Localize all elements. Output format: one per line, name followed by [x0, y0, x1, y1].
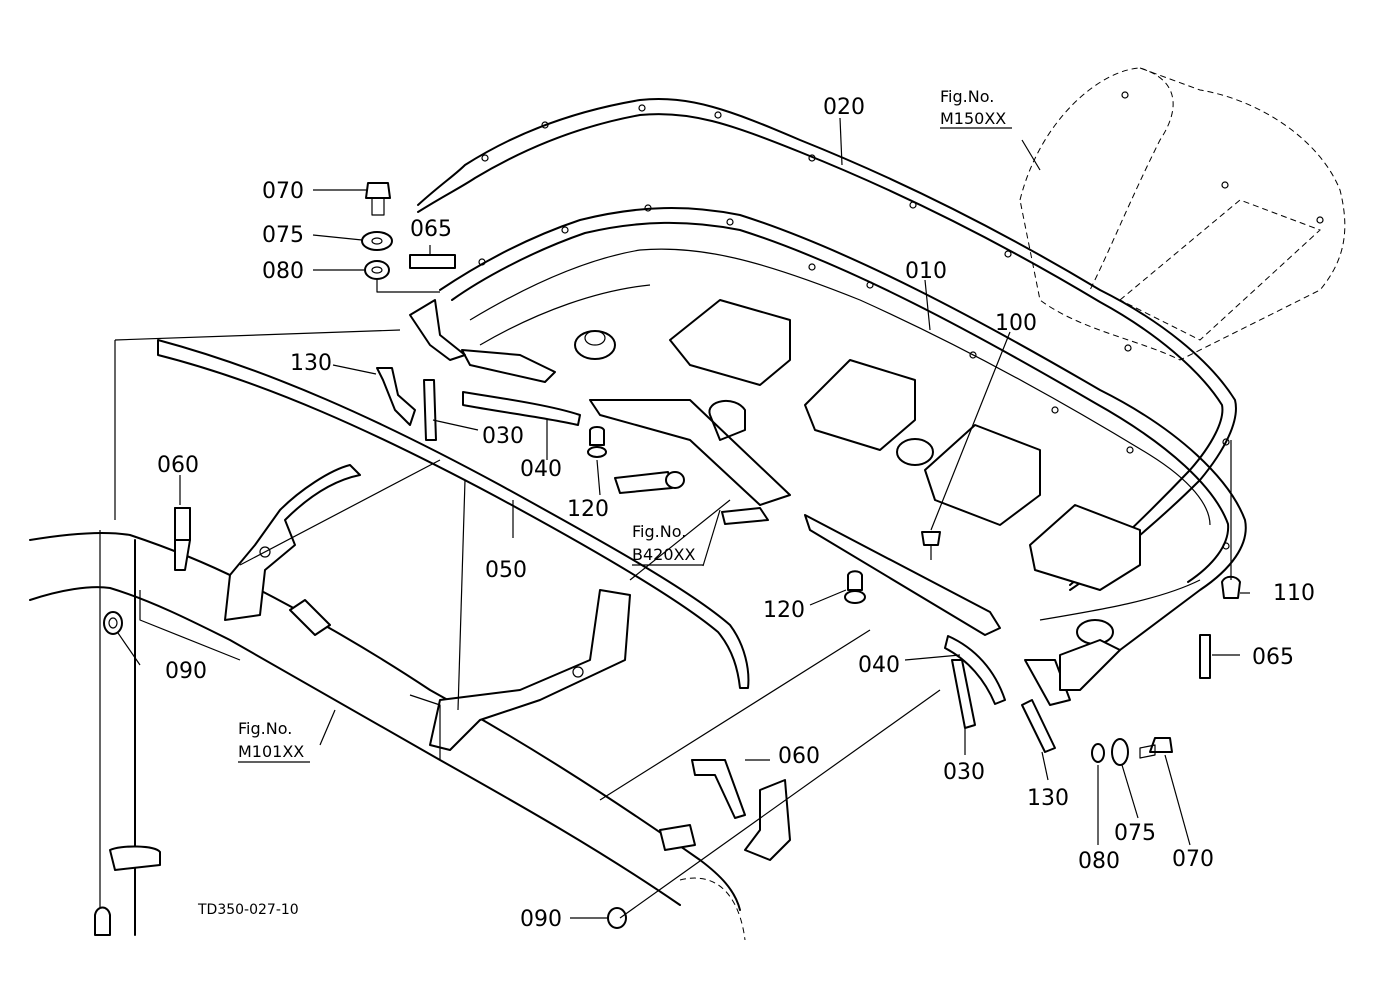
label-040-left: 040 [520, 457, 562, 482]
label-080-right: 080 [1078, 849, 1120, 874]
label-060-right: 060 [778, 744, 820, 769]
figure-ref-m150xx-line2: M150XX [940, 109, 1006, 128]
label-020: 020 [823, 95, 865, 120]
strip-040 [461, 349, 1006, 705]
figure-ref-b420xx: Fig.No. B420XX [632, 522, 703, 566]
label-065-left: 065 [410, 217, 452, 242]
label-130-right: 130 [1027, 786, 1069, 811]
label-120-left: 120 [567, 497, 609, 522]
label-090-left: 090 [165, 659, 207, 684]
label-080-left: 080 [262, 259, 304, 284]
label-030-right: 030 [943, 760, 985, 785]
label-030-left: 030 [482, 424, 524, 449]
figure-ref-m150xx: Fig.No. M150XX [940, 87, 1012, 129]
label-075-right: 075 [1114, 821, 1156, 846]
label-120-right: 120 [763, 598, 805, 623]
leader-lines [114, 117, 1250, 919]
fasteners-right [951, 440, 1241, 766]
label-100: 100 [995, 311, 1037, 336]
label-075-left: 075 [262, 223, 304, 248]
label-110: 110 [1273, 581, 1315, 606]
figure-ref-m101xx-line1: Fig.No. [238, 719, 292, 738]
label-070-right: 070 [1172, 847, 1214, 872]
label-050: 050 [485, 558, 527, 583]
fasteners-left [361, 182, 466, 441]
lower-frame-m101xx [29, 464, 791, 941]
top-rim-020 [417, 98, 1237, 591]
small-parts [103, 426, 941, 929]
label-040-right: 040 [858, 653, 900, 678]
figure-ref-b420xx-line1: Fig.No. [632, 522, 686, 541]
edge-trim-050 [157, 339, 750, 689]
label-070-left: 070 [262, 179, 304, 204]
figure-ref-m101xx-line2: M101XX [238, 742, 304, 761]
figure-ref-b420xx-line2: B420XX [632, 545, 695, 564]
label-010: 010 [905, 259, 947, 284]
label-065-right: 065 [1252, 645, 1294, 670]
seat-outline [1019, 67, 1346, 361]
label-090-right: 090 [520, 907, 562, 932]
fender-tray-010 [439, 204, 1247, 664]
drawing-code: TD350-027-10 [197, 902, 299, 918]
bracket-060 [174, 507, 191, 571]
label-130-left: 130 [290, 351, 332, 376]
part-labels: 020 070 075 065 080 010 100 130 030 040 … [157, 95, 1315, 932]
figure-ref-m150xx-line1: Fig.No. [940, 87, 994, 106]
label-060-left: 060 [157, 453, 199, 478]
figure-ref-m101xx: Fig.No. M101XX [238, 719, 310, 763]
